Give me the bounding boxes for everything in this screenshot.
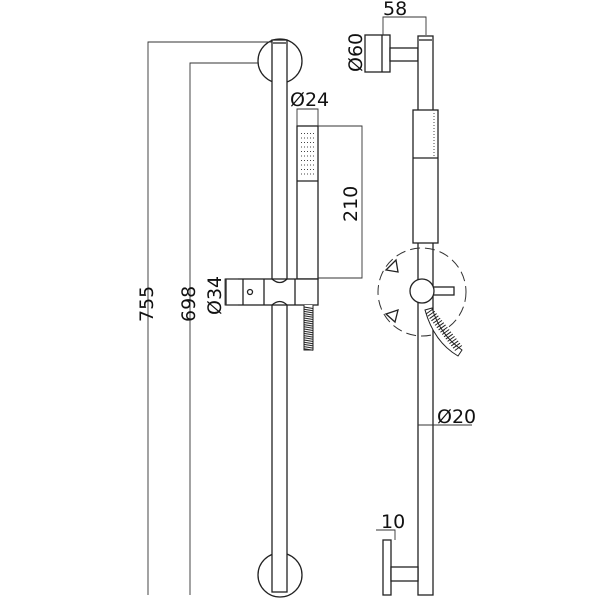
slider-side (409, 278, 435, 304)
dimension-hand-shower-diameter: Ø24 (290, 89, 329, 111)
bottom-bracket-disk (382, 539, 392, 596)
bottom-bracket-stem (390, 566, 419, 582)
top-bracket-stem (389, 47, 419, 62)
rotate-arrow-up-icon (384, 258, 399, 273)
dimension-755: 755 (136, 286, 158, 322)
top-bracket-disk (364, 34, 391, 73)
side-dimension-lines (376, 16, 472, 540)
hand-shower-side (412, 109, 439, 244)
dimension-bracket-diameter: Ø60 (345, 33, 367, 72)
dimension-698: 698 (178, 286, 200, 322)
dimension-10: 10 (381, 511, 405, 533)
slider (225, 278, 319, 306)
dimension-slider-diameter: Ø34 (204, 276, 226, 315)
dimension-210: 210 (340, 186, 362, 222)
hand-shower (296, 125, 319, 280)
rotation-path (377, 247, 467, 337)
side-view: 58 Ø60 Ø20 10 (345, 0, 476, 596)
front-view: 755 698 Ø24 210 Ø34 (136, 38, 363, 598)
nozzle-pattern (301, 133, 314, 175)
dimension-rail-diameter: Ø20 (437, 406, 476, 428)
hose-front (303, 305, 314, 351)
rail (271, 39, 288, 593)
rotate-arrow-down-icon (384, 309, 399, 324)
dimension-58: 58 (383, 0, 407, 20)
hose-side (424, 307, 463, 357)
dimension-lines (147, 41, 363, 595)
slider-knob (431, 286, 455, 296)
